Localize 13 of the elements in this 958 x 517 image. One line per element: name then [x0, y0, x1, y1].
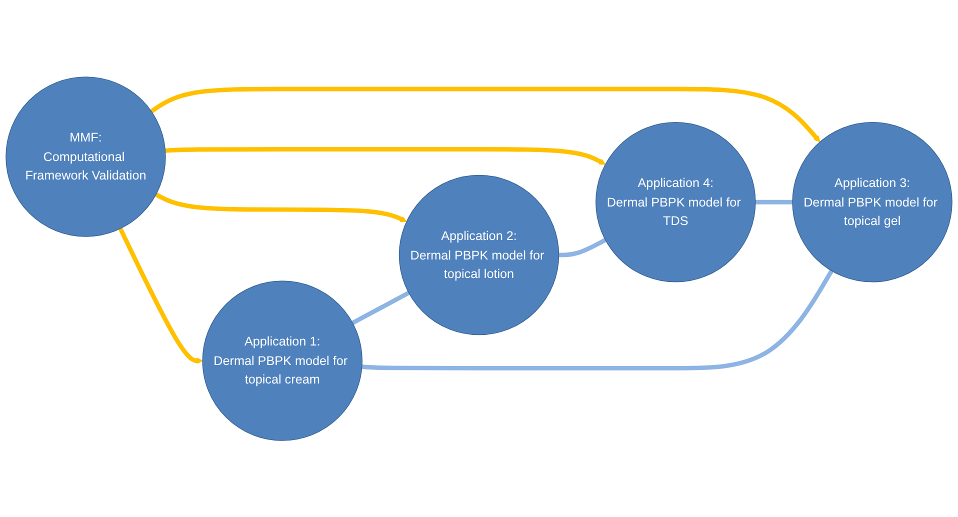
arrow	[118, 227, 203, 364]
arrow	[150, 86, 820, 142]
node-circle: Application 2: Dermal PBPK model for topical lotion	[398, 174, 560, 335]
arrow	[165, 146, 606, 165]
connector	[558, 238, 606, 258]
connector	[362, 269, 834, 370]
node-circle: MMF: Computational Framework Validation	[6, 76, 166, 237]
arrow	[154, 192, 407, 222]
connector	[755, 200, 792, 204]
node-circle: Application 1: Dermal PBPK model for topical cream	[202, 280, 362, 441]
node-circle: Application 4: Dermal PBPK model for TDS	[596, 122, 756, 282]
connector	[352, 290, 410, 325]
node-circle: Application 3: Dermal PBPK model for topical gel	[792, 122, 952, 282]
